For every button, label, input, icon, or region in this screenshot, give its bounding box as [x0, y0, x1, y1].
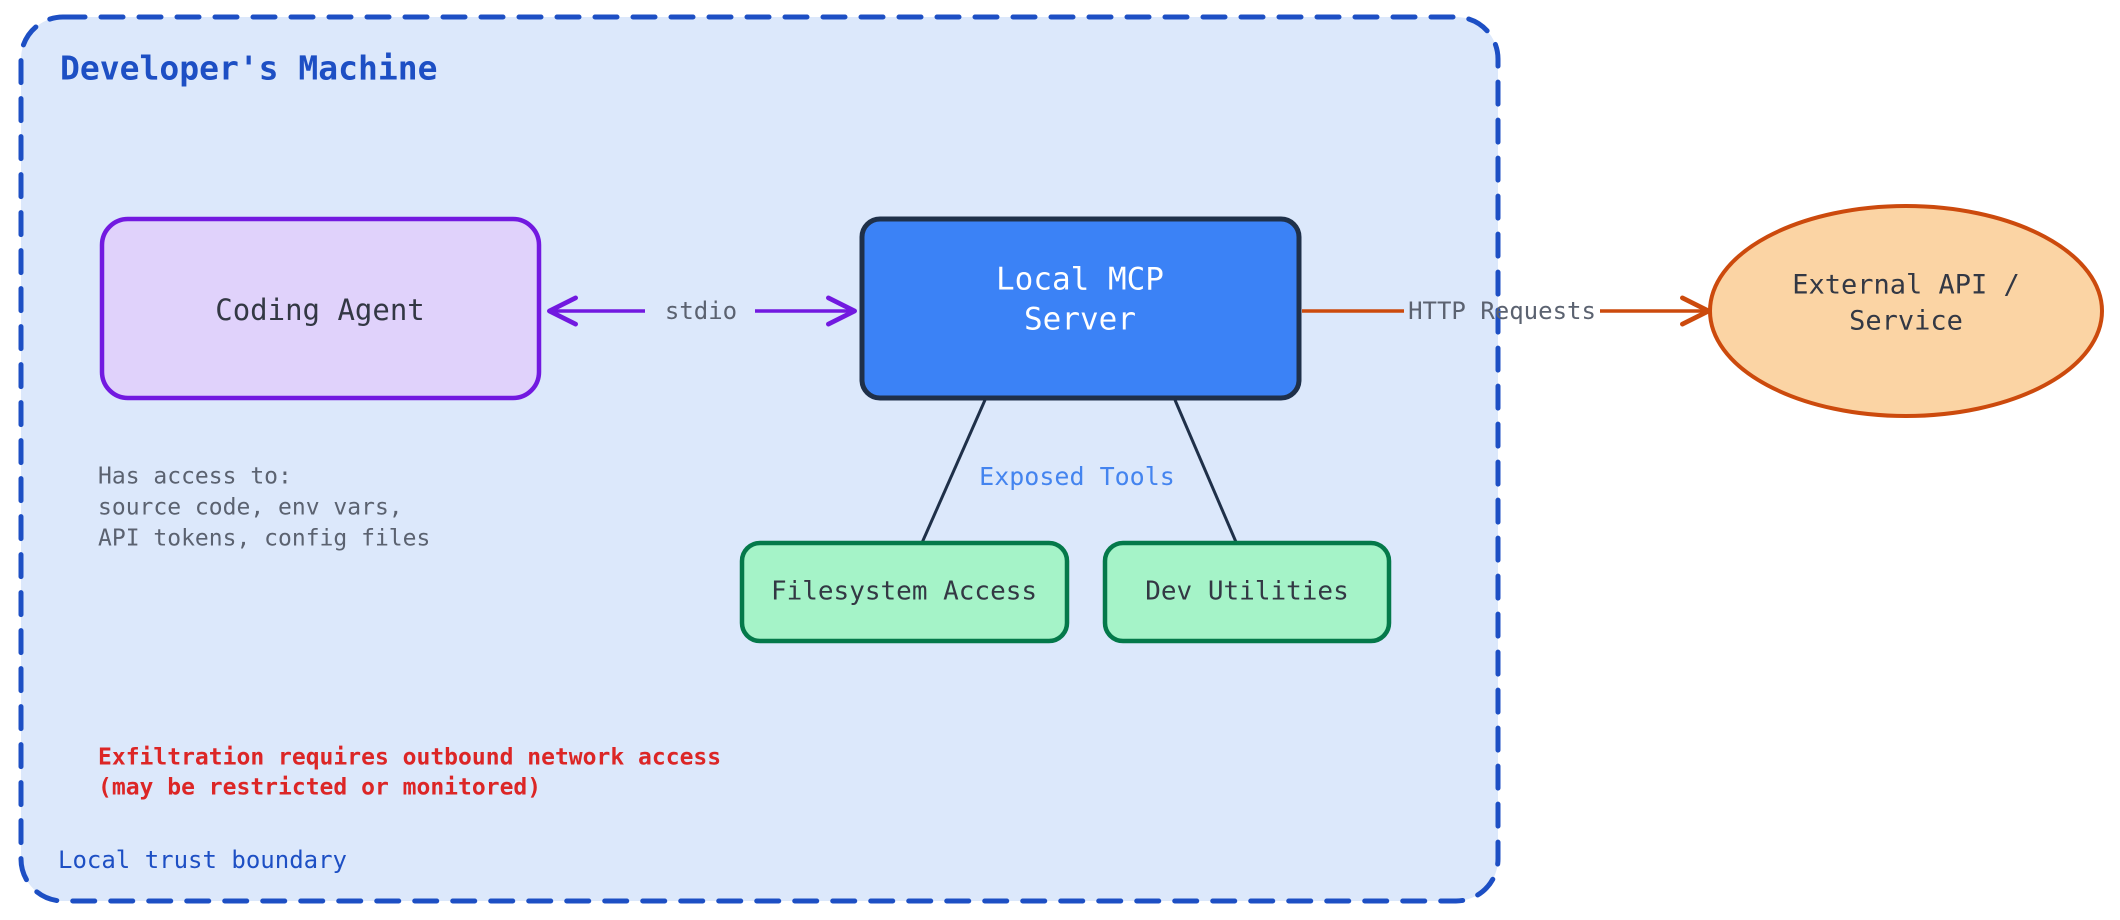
node-filesystem-access[interactable]: Filesystem Access — [739, 540, 1070, 644]
node-external-api[interactable]: External API / Service — [1708, 204, 2104, 418]
dev-utilities-box[interactable] — [1102, 540, 1392, 644]
node-dev-utilities[interactable]: Dev Utilities — [1102, 540, 1392, 644]
edge-agent-to-mcp: stdio — [547, 295, 857, 327]
mcp-server-box[interactable] — [859, 216, 1302, 401]
boundary-footer-label: Local trust boundary — [58, 846, 347, 874]
exfiltration-note: Exfiltration requires outbound network a… — [98, 745, 721, 801]
boundary-title: Developer's Machine — [60, 49, 438, 88]
external-api-ellipse[interactable] — [1708, 204, 2104, 418]
agent-access-note-line-2: source code, env vars, — [98, 495, 403, 521]
filesystem-access-box[interactable] — [739, 540, 1070, 644]
dev-utilities-label: Dev Utilities — [1145, 577, 1349, 607]
mcp-server-label-line2: Server — [1024, 302, 1136, 338]
external-api-label-line2: Service — [1849, 306, 1963, 337]
agent-access-note-line-3: API tokens, config files — [98, 526, 430, 552]
node-mcp-server[interactable]: Local MCP Server — [859, 216, 1302, 401]
agent-access-note-line-1: Has access to: — [98, 464, 292, 490]
exfiltration-note-line-2: (may be restricted or monitored) — [98, 775, 541, 801]
coding-agent-label: Coding Agent — [215, 293, 425, 327]
edge-mcp-to-external-api: HTTP Requests — [1302, 295, 1711, 327]
edge-label-http-requests: HTTP Requests — [1408, 297, 1596, 325]
edge-label-stdio: stdio — [665, 297, 737, 325]
node-coding-agent[interactable]: Coding Agent — [99, 216, 542, 401]
external-api-label-line1: External API / — [1792, 270, 2020, 301]
mcp-server-label-line1: Local MCP — [996, 262, 1164, 298]
exposed-tools-label: Exposed Tools — [979, 462, 1175, 491]
exfiltration-note-line-1: Exfiltration requires outbound network a… — [98, 745, 721, 771]
coding-agent-box[interactable] — [99, 216, 542, 401]
agent-access-note: Has access to: source code, env vars, AP… — [98, 464, 430, 552]
filesystem-access-label: Filesystem Access — [771, 577, 1037, 607]
